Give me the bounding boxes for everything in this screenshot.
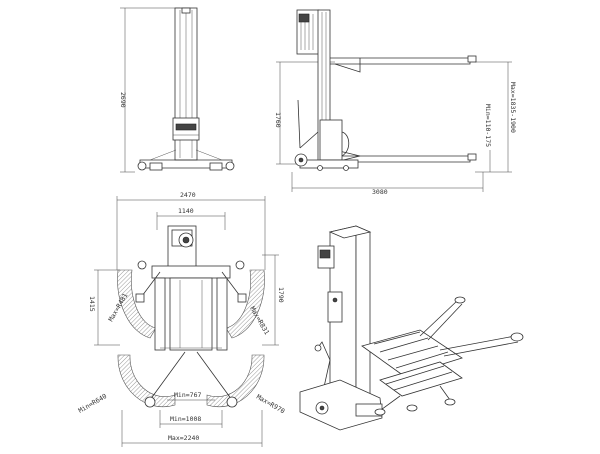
front-right-wheel bbox=[225, 161, 235, 171]
front-height-label: 2690 bbox=[119, 92, 127, 108]
side-max-range-label: Max=1835-1900 bbox=[509, 82, 517, 133]
plan-right-upper-arm bbox=[221, 271, 241, 297]
iso-control-panel bbox=[327, 291, 343, 323]
plan-view: 2470 1140 1415 1790 bbox=[77, 191, 286, 447]
plan-inner-width-label: 1140 bbox=[178, 207, 194, 215]
side-base bbox=[299, 159, 359, 169]
front-view: 2690 bbox=[119, 7, 235, 173]
side-min-range-label: Min=110-175 bbox=[484, 104, 492, 147]
side-carriage bbox=[319, 119, 343, 161]
plan-right-lift-pad bbox=[226, 396, 238, 408]
side-height-label: 1760 bbox=[274, 112, 282, 128]
plan-overall-width-label: 2470 bbox=[180, 191, 196, 199]
iso-base bbox=[299, 379, 383, 431]
plan-min-767-label: Min=767 bbox=[174, 391, 201, 399]
plan-left-height-label: 1415 bbox=[88, 296, 96, 312]
side-view: 1760 3080 Min=110-175 Max=1835-1900 bbox=[274, 9, 517, 196]
side-length-label: 3080 bbox=[372, 188, 388, 196]
plan-max-2240-label: Max=2240 bbox=[168, 434, 199, 442]
plan-right-upper-sweep bbox=[225, 269, 265, 339]
plan-right-lower-radius-label: Max=R970 bbox=[255, 393, 286, 416]
side-upper-arm bbox=[330, 57, 471, 65]
plan-min-1008-label: Min=1008 bbox=[170, 415, 201, 423]
front-left-wheel bbox=[137, 161, 147, 171]
isometric-view bbox=[299, 225, 524, 431]
plan-right-height-label: 1790 bbox=[277, 287, 285, 303]
plan-platform bbox=[169, 277, 213, 351]
plan-left-upper-sweep bbox=[117, 269, 157, 339]
iso-arm-right bbox=[439, 335, 516, 351]
plan-left-lower-radius-label: Min=R640 bbox=[77, 392, 108, 415]
plan-left-upper-arm bbox=[141, 271, 161, 297]
plan-left-lower-arm bbox=[149, 351, 186, 401]
plan-right-lower-arm bbox=[196, 351, 233, 401]
plan-left-lift-pad bbox=[144, 396, 156, 408]
iso-arm-upper bbox=[419, 299, 459, 337]
